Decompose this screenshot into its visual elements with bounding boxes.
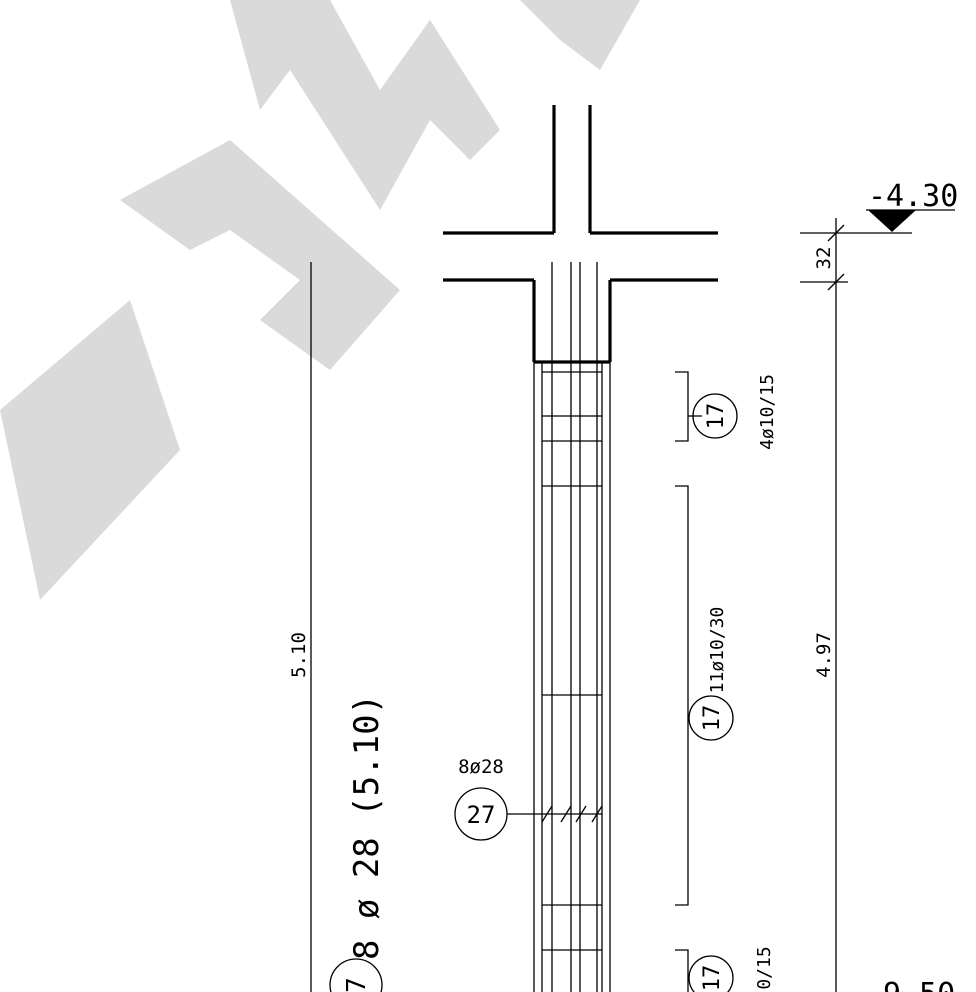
longitudinal-bars xyxy=(551,262,598,992)
level-value: -4.30 xyxy=(868,179,958,214)
column-height-text: 4.97 xyxy=(813,632,835,678)
watermark-letter-e xyxy=(120,140,400,370)
slab-section xyxy=(443,231,718,282)
stirrup-spec-1: 4ø10/15 xyxy=(757,374,778,450)
watermark-letter-d xyxy=(520,0,640,70)
bar-length-text: 5.10 xyxy=(288,632,310,678)
watermark xyxy=(0,0,640,600)
bottom-bar-mark-text: 7 xyxy=(342,977,372,992)
upper-column-stub xyxy=(552,105,592,233)
stirrup-zone-3: 17 0/15 xyxy=(675,946,775,992)
stirrup-lines xyxy=(542,371,602,951)
main-bar-label: 8 ø 28 (5.10) xyxy=(347,694,387,960)
stirrup-spec-3: 0/15 xyxy=(754,946,775,989)
top-depth-text: 32 xyxy=(813,247,835,270)
bottom-bar-mark-circle xyxy=(329,958,383,992)
stirrup-zone-2: 17 11ø10/30 xyxy=(675,485,734,906)
stirrup-spec-2: 11ø10/30 xyxy=(707,607,728,694)
main-bar-callout: 8 ø 28 (5.10) 7 xyxy=(329,694,387,992)
bar-length-dimension: 5.10 xyxy=(288,262,312,992)
stirrup-mark-circle-3 xyxy=(688,955,734,992)
vertical-dimension: 32 4.97 xyxy=(800,218,872,992)
stirrup-zone-1: 17 4ø10/15 xyxy=(675,371,778,450)
stirrup-mark-text-2: 17 xyxy=(700,705,725,732)
stirrup-mark-circle-1 xyxy=(692,393,738,439)
stirrup-mark-text-1: 17 xyxy=(704,403,729,430)
bar-mark-text: 27 xyxy=(467,801,496,829)
column-body xyxy=(532,280,612,992)
longitudinal-bar-callout: 8ø28 27 xyxy=(454,756,603,841)
stirrup-mark-circle-2 xyxy=(688,695,734,741)
level-triangle-icon xyxy=(868,210,916,232)
stirrup-mark-text-3: 17 xyxy=(700,965,725,992)
bottom-level-text: 9.50 xyxy=(883,977,955,992)
bar-count-label: 8ø28 xyxy=(458,756,504,778)
watermark-letter-b xyxy=(0,300,180,600)
watermark-letter-w xyxy=(230,0,500,210)
level-marker: -4.30 xyxy=(866,179,958,234)
